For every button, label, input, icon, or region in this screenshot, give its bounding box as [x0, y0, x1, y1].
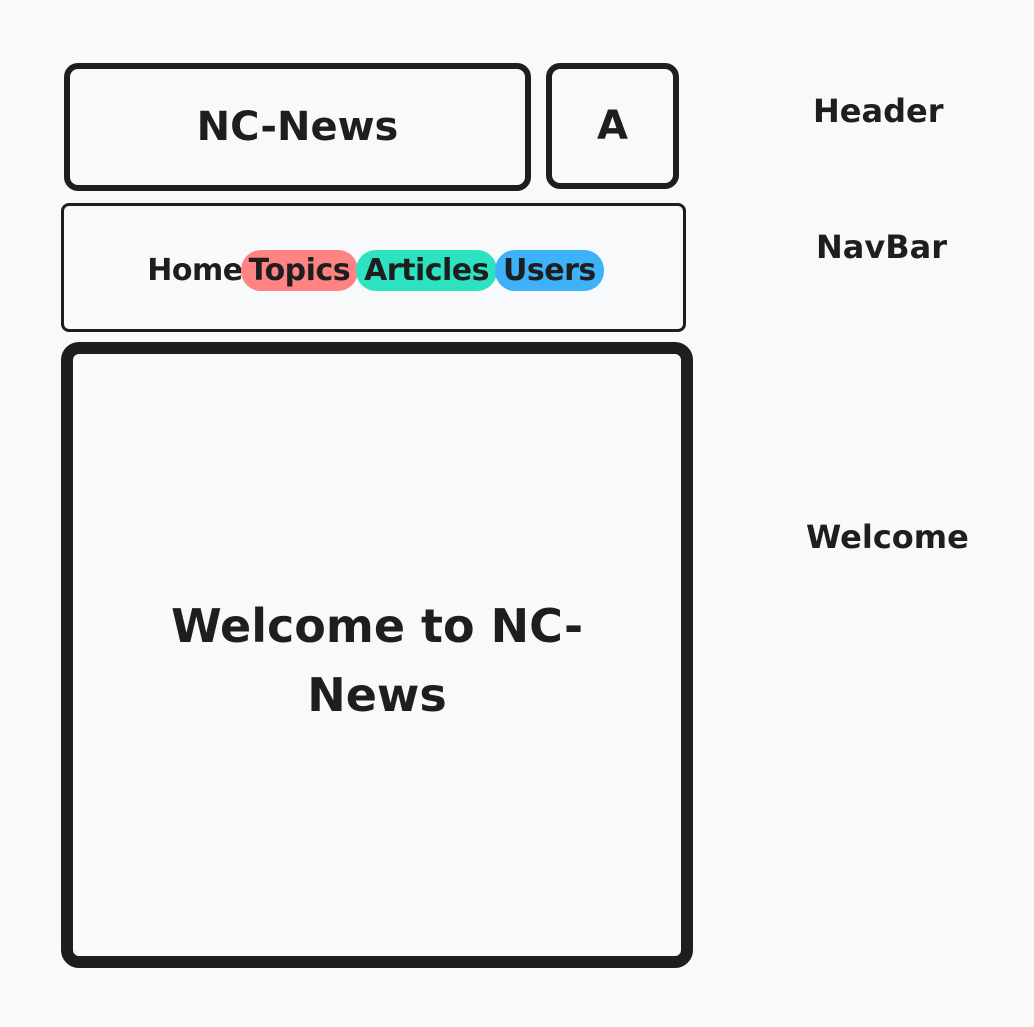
navbar: Home Topics Articles Users: [61, 203, 686, 332]
navbar-links: Home Topics Articles Users: [147, 250, 604, 291]
nav-link-topics[interactable]: Topics: [240, 250, 359, 291]
annotation-header: Header: [813, 92, 944, 130]
nav-link-home[interactable]: Home: [147, 253, 243, 288]
header-avatar-letter: A: [597, 103, 628, 149]
nav-link-articles[interactable]: Articles: [356, 250, 497, 291]
annotation-navbar: NavBar: [816, 228, 947, 266]
header-avatar-box[interactable]: A: [546, 63, 679, 189]
annotation-welcome: Welcome: [806, 518, 969, 556]
welcome-heading: Welcome to NC-News: [170, 599, 584, 722]
welcome-panel: Welcome to NC-News: [61, 342, 693, 968]
header-brand-title: NC-News: [196, 104, 399, 150]
nav-link-users[interactable]: Users: [495, 250, 604, 291]
header-brand-box[interactable]: NC-News: [64, 63, 531, 191]
